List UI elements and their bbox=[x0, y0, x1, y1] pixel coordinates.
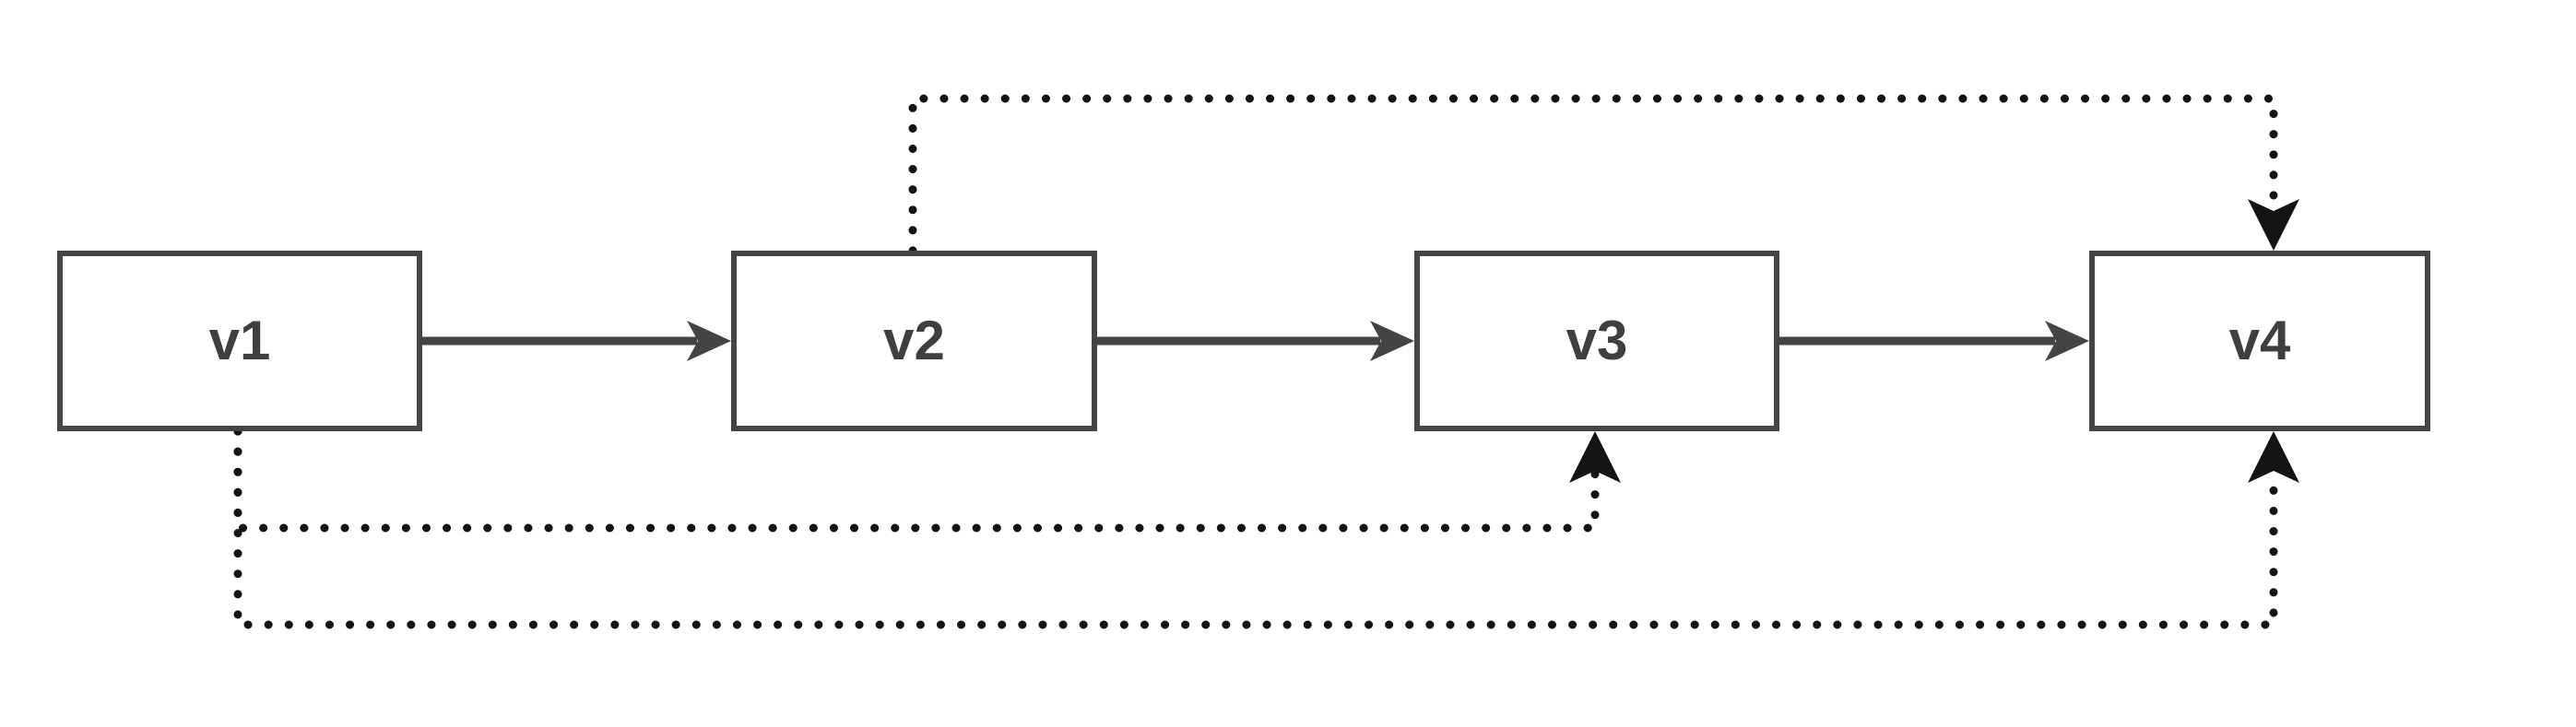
edge-v2-to-v4-arrowhead bbox=[2248, 199, 2299, 251]
node-v3-label: v3 bbox=[1566, 310, 1628, 371]
edge-v1-to-v2-arrowhead bbox=[687, 321, 731, 361]
edge-v2-to-v4-dotted[interactable] bbox=[908, 94, 2299, 255]
edge-v2-to-v4-path bbox=[908, 94, 2278, 255]
edge-v2-to-v3[interactable] bbox=[1097, 321, 1414, 361]
node-v1-label: v1 bbox=[208, 310, 271, 371]
node-v2-label: v2 bbox=[883, 310, 945, 371]
edge-v3-to-v4[interactable] bbox=[1779, 321, 2089, 361]
node-v4[interactable]: v4 bbox=[2089, 251, 2430, 431]
node-v3[interactable]: v3 bbox=[1414, 251, 1779, 431]
edge-v2-to-v3-arrowhead bbox=[1370, 321, 1414, 361]
edge-v1-to-v3-dotted[interactable] bbox=[233, 427, 1621, 533]
edge-v1-to-v3-arrowhead bbox=[1569, 431, 1621, 483]
edge-v3-to-v4-arrowhead bbox=[2045, 321, 2089, 361]
edge-v1-to-v3-path bbox=[233, 427, 1600, 533]
edge-v1-to-v4-dotted[interactable] bbox=[233, 427, 2299, 629]
node-v4-label: v4 bbox=[2228, 310, 2291, 371]
edge-v1-to-v4-path bbox=[233, 427, 2278, 629]
edge-v1-to-v4-arrowhead bbox=[2248, 431, 2299, 483]
edge-v1-to-v2[interactable] bbox=[422, 321, 731, 361]
node-v2[interactable]: v2 bbox=[731, 251, 1097, 431]
node-v1[interactable]: v1 bbox=[57, 251, 422, 431]
